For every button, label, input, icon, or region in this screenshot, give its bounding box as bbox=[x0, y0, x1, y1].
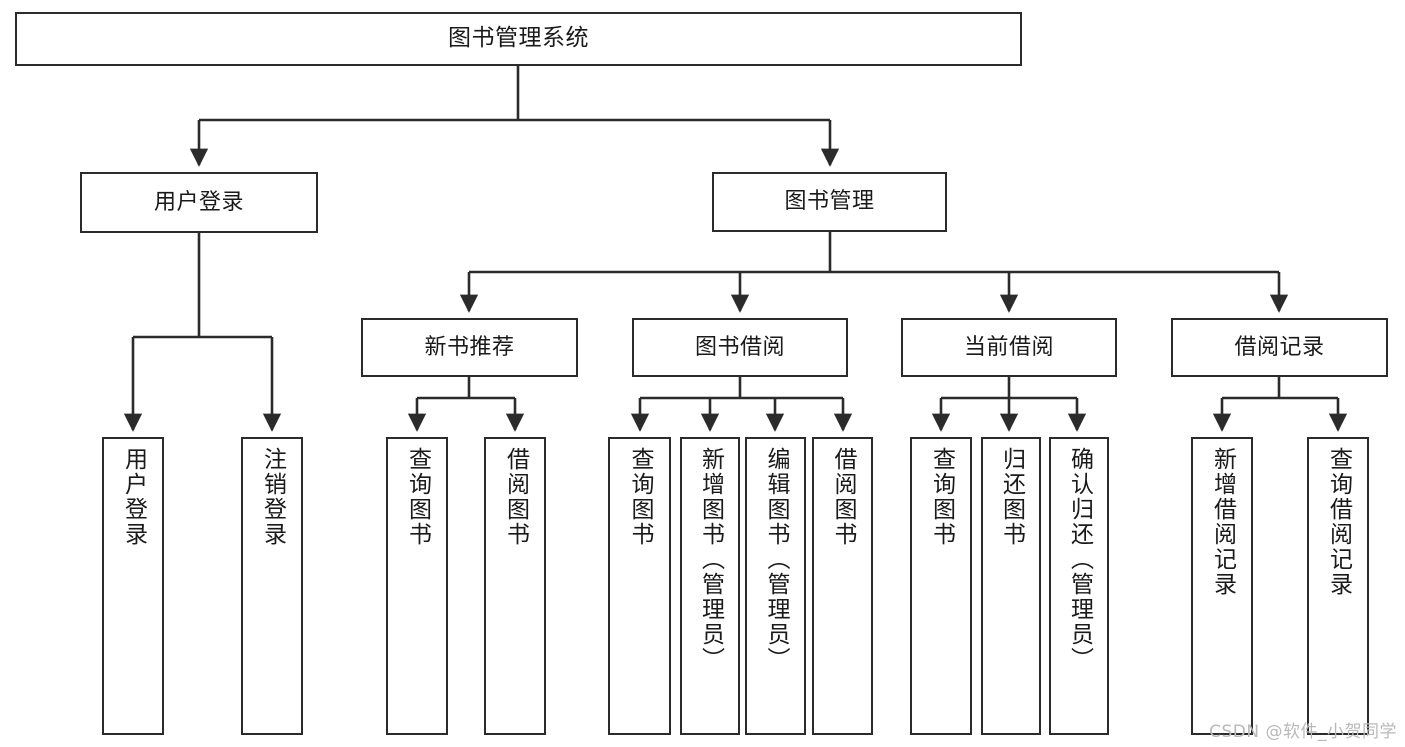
leaf-record-query-record[interactable]: 查询借阅记录 bbox=[1307, 437, 1369, 735]
node-label: 查询图书 bbox=[928, 447, 955, 547]
node-label: 编辑图书（管理员） bbox=[763, 447, 789, 672]
leaf-borrow-query-book[interactable]: 查询图书 bbox=[608, 437, 671, 735]
node-label: 注销登录 bbox=[259, 447, 286, 547]
node-label: 当前借阅 bbox=[963, 334, 1054, 360]
leaf-current-confirm-return-admin[interactable]: 确认归还（管理员） bbox=[1049, 437, 1109, 735]
node-label: 借阅记录 bbox=[1234, 334, 1325, 360]
node-label: 借阅图书 bbox=[830, 447, 856, 547]
leaf-recommend-query-book[interactable]: 查询图书 bbox=[386, 437, 448, 735]
node-label: 查询借阅记录 bbox=[1325, 447, 1352, 597]
node-book-borrow[interactable]: 图书借阅 bbox=[632, 318, 848, 377]
csdn-watermark: CSDN @软件_小贺同学 bbox=[1209, 722, 1397, 742]
leaf-borrow-add-book-admin[interactable]: 新增图书（管理员） bbox=[680, 437, 740, 735]
leaf-user-login-login[interactable]: 用户登录 bbox=[102, 437, 164, 735]
node-borrow-record[interactable]: 借阅记录 bbox=[1171, 318, 1388, 377]
node-book-management[interactable]: 图书管理 bbox=[712, 172, 947, 232]
node-label: 新书推荐 bbox=[424, 334, 515, 360]
node-label: 新增图书（管理员） bbox=[697, 447, 724, 672]
leaf-borrow-edit-book-admin[interactable]: 编辑图书（管理员） bbox=[745, 437, 806, 735]
leaf-current-query-book[interactable]: 查询图书 bbox=[910, 437, 972, 735]
leaf-record-add-record[interactable]: 新增借阅记录 bbox=[1191, 437, 1253, 735]
leaf-recommend-borrow-book[interactable]: 借阅图书 bbox=[484, 437, 546, 735]
node-label: 确认归还（管理员） bbox=[1066, 447, 1093, 672]
node-label: 图书借阅 bbox=[694, 334, 785, 360]
node-label: 查询图书 bbox=[627, 447, 653, 547]
node-label: 用户登录 bbox=[153, 189, 244, 215]
node-label: 归还图书 bbox=[998, 447, 1025, 547]
leaf-current-return-book[interactable]: 归还图书 bbox=[981, 437, 1041, 735]
node-user-login[interactable]: 用户登录 bbox=[80, 172, 318, 233]
node-root-system[interactable]: 图书管理系统 bbox=[15, 12, 1022, 66]
leaf-borrow-borrow-book[interactable]: 借阅图书 bbox=[812, 437, 873, 735]
node-label: 借阅图书 bbox=[502, 447, 529, 547]
node-label: 用户登录 bbox=[120, 447, 147, 547]
node-label: 新增借阅记录 bbox=[1209, 447, 1236, 597]
node-current-borrow[interactable]: 当前借阅 bbox=[901, 318, 1117, 377]
node-label: 图书管理系统 bbox=[448, 25, 589, 52]
leaf-user-login-logout[interactable]: 注销登录 bbox=[241, 437, 303, 735]
node-new-book-recommend[interactable]: 新书推荐 bbox=[361, 318, 578, 377]
node-label: 查询图书 bbox=[404, 447, 431, 547]
node-label: 图书管理 bbox=[784, 189, 875, 215]
